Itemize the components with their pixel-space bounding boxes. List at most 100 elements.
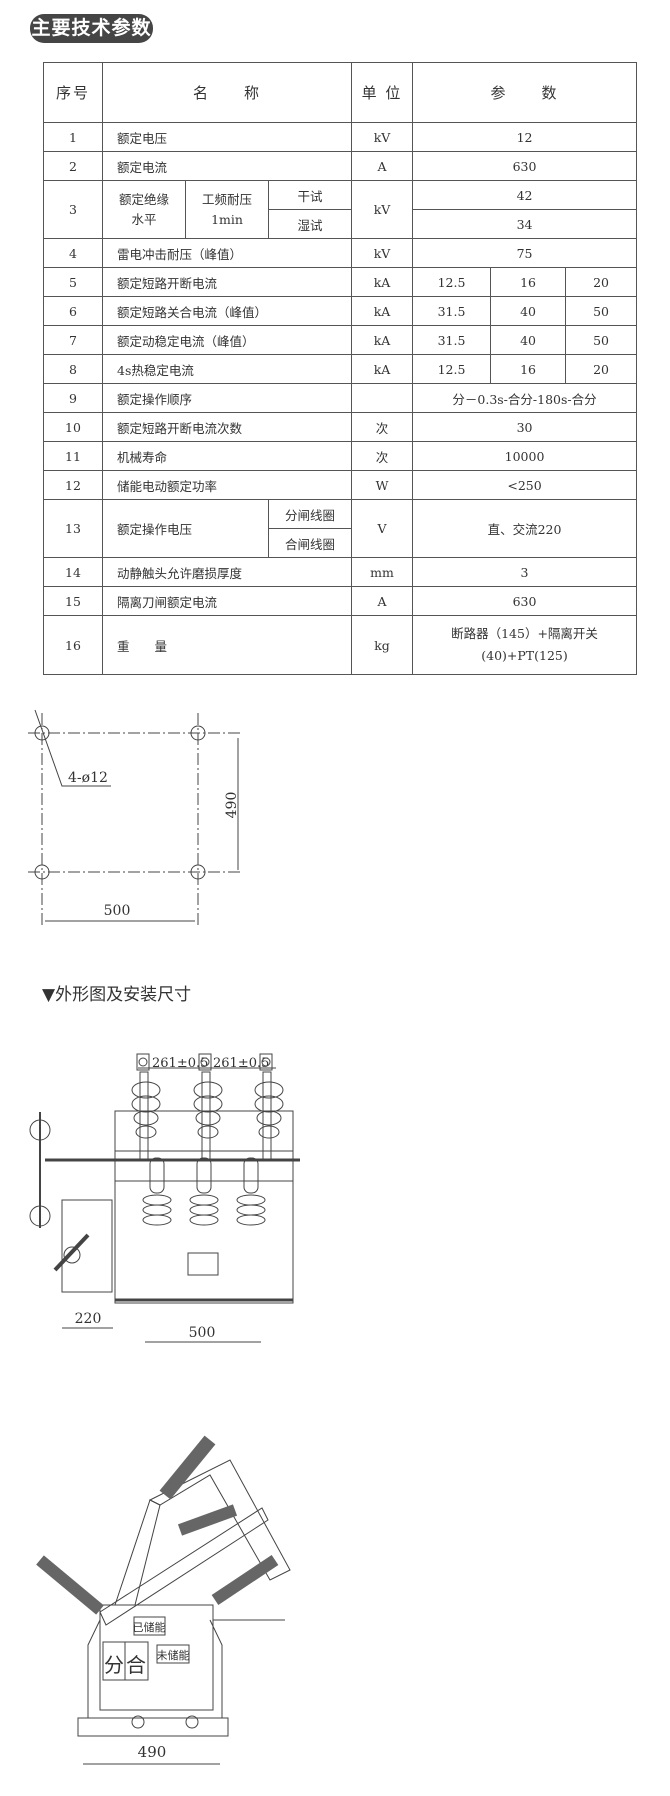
table-row: 湿试 34 bbox=[44, 209, 638, 239]
row-name: 额定短路开断电流 bbox=[101, 267, 353, 297]
row-unit: V bbox=[351, 499, 414, 558]
front-view-drawing: 261±0.5 261±0.5 220 bbox=[29, 1053, 300, 1343]
row-value: 断路器（145）+隔离开关(40)+PT(125) bbox=[412, 615, 638, 675]
header-value: 参 数 bbox=[412, 62, 638, 123]
mounting-hole-drawing: 4-ø12 490 500 bbox=[28, 709, 243, 928]
table-row: 11 机械寿命 次 10000 bbox=[43, 441, 638, 471]
terminal-icons bbox=[136, 1053, 273, 1071]
handle-icon bbox=[63, 1246, 81, 1264]
row-name: 额定电压 bbox=[101, 122, 353, 152]
table-row: 12 储能电动额定功率 W <250 bbox=[43, 470, 638, 500]
hole-icon bbox=[34, 725, 50, 741]
center-lines bbox=[28, 713, 243, 928]
row-no: 9 bbox=[43, 383, 103, 413]
table-row: 16 重 量 kg 断路器（145）+隔离开关(40)+PT(125) bbox=[43, 615, 638, 675]
charged-indicator bbox=[133, 1616, 166, 1636]
charged-label: 已储能 bbox=[133, 1620, 166, 1634]
row-name: 雷电冲击耐压（峰值） bbox=[101, 238, 353, 268]
row-subname: 工频耐压1min bbox=[185, 180, 269, 239]
table-header-row: 序号 名 称 单 位 参 数 bbox=[43, 62, 638, 123]
outline-heading: ▼外形图及安装尺寸 bbox=[42, 985, 192, 1005]
table-row: 15 隔离刀闸额定电流 A 630 bbox=[43, 586, 638, 616]
section-title-badge: 主要技术参数 bbox=[30, 14, 153, 43]
breaker-body bbox=[99, 1604, 214, 1711]
row-value: 20 bbox=[565, 354, 638, 384]
disconnect-arm bbox=[99, 1507, 269, 1626]
mechanism-box bbox=[61, 1199, 113, 1293]
table-row: 3 额定绝缘水平 工频耐压1min 干试 kV 42 bbox=[43, 180, 638, 239]
row-unit: 次 bbox=[351, 441, 414, 471]
weight-line-1: 断路器（145）+隔离开关 bbox=[451, 626, 598, 641]
phase-spacing-2: 261±0.5 bbox=[213, 1056, 269, 1071]
row-sub-wet: 湿试 bbox=[267, 209, 353, 239]
row-value: 12.5 bbox=[412, 267, 492, 297]
row-sub-trip-coil: 分闸线圈 bbox=[267, 499, 353, 529]
insulator-upper bbox=[36, 1435, 279, 1615]
side-width-label: 490 bbox=[138, 1743, 167, 1761]
lower-insulators bbox=[142, 1157, 266, 1226]
hole-leader bbox=[34, 709, 111, 787]
row-value: 直、交流220 bbox=[412, 499, 638, 558]
row-value: 50 bbox=[565, 325, 638, 355]
table-row: 5 额定短路开断电流 kA 12.5 16 20 bbox=[43, 267, 638, 297]
row-name: 额定绝缘水平 bbox=[102, 180, 186, 239]
table-row: 10 额定短路开断电流次数 次 30 bbox=[43, 412, 638, 442]
row-name: 储能电动额定功率 bbox=[101, 470, 353, 500]
row-name: 动静触头允许磨损厚度 bbox=[101, 557, 353, 587]
mech-width-label: 220 bbox=[75, 1311, 102, 1327]
hole-icon bbox=[190, 725, 206, 741]
top-frame bbox=[114, 1110, 294, 1152]
base-width-label: 500 bbox=[189, 1325, 216, 1341]
hole-icon bbox=[190, 864, 206, 880]
uncharged-label: 未储能 bbox=[157, 1648, 190, 1662]
breaker-tank bbox=[114, 1150, 294, 1304]
row-name: 额定短路开断电流次数 bbox=[101, 412, 353, 442]
table-row: 2 额定电流 A 630 bbox=[43, 151, 638, 181]
header-name: 名 称 bbox=[101, 62, 353, 123]
table-row: 4 雷电冲击耐压（峰值） kV 75 bbox=[43, 238, 638, 268]
row-unit: kA bbox=[351, 267, 414, 297]
close-label: 合 bbox=[126, 1653, 146, 1677]
table-row: 9 额定操作顺序 分－0.3s-合分-180s-合分 bbox=[43, 383, 638, 413]
row-name: 重 量 bbox=[101, 615, 353, 675]
table-row: 合闸线圈 bbox=[44, 528, 637, 558]
table-row: 1 额定电压 kV 12 bbox=[43, 122, 638, 152]
row-value: 20 bbox=[565, 267, 638, 297]
hole-icon bbox=[34, 864, 50, 880]
nameplate bbox=[187, 1252, 219, 1276]
row-value: 40 bbox=[490, 296, 567, 326]
row-name: 额定动稳定电流（峰值） bbox=[101, 325, 353, 355]
row-value: 31.5 bbox=[412, 325, 492, 355]
row-no: 6 bbox=[43, 296, 103, 326]
row-sub-close-coil: 合闸线圈 bbox=[267, 528, 353, 558]
row-unit: A bbox=[351, 151, 414, 181]
row-name: 隔离刀闸额定电流 bbox=[101, 586, 353, 616]
row-no: 10 bbox=[43, 412, 103, 442]
row-unit: mm bbox=[351, 557, 414, 587]
row-no: 12 bbox=[43, 470, 103, 500]
row-name: 额定操作顺序 bbox=[101, 383, 353, 413]
width-dim-label: 500 bbox=[104, 903, 131, 919]
row-unit: 次 bbox=[351, 412, 414, 442]
base-frame bbox=[77, 1717, 229, 1737]
row-no: 13 bbox=[43, 499, 103, 558]
row-value: 12.5 bbox=[412, 354, 492, 384]
row-unit: kV bbox=[351, 180, 414, 239]
open-label: 分 bbox=[104, 1653, 124, 1677]
row-no: 3 bbox=[43, 180, 103, 239]
row-value: 42 bbox=[412, 180, 638, 210]
upper-insulators bbox=[131, 1071, 284, 1161]
row-value: 34 bbox=[412, 209, 638, 239]
row-value: 12 bbox=[412, 122, 638, 152]
row-value: 30 bbox=[412, 412, 638, 442]
row-value: 分－0.3s-合分-180s-合分 bbox=[412, 383, 638, 413]
row-value: 40 bbox=[490, 325, 567, 355]
table-row: 13 额定操作电压 分闸线圈 V 直、交流220 bbox=[43, 499, 638, 558]
row-value: 50 bbox=[565, 296, 638, 326]
phase-spacing-1: 261±0.5 bbox=[152, 1056, 208, 1071]
row-value: 630 bbox=[412, 151, 638, 181]
table-row: 7 额定动稳定电流（峰值） kA 31.5 40 50 bbox=[43, 325, 638, 355]
hole-spec-label: 4-ø12 bbox=[68, 770, 108, 786]
height-dim-label: 490 bbox=[224, 792, 240, 819]
